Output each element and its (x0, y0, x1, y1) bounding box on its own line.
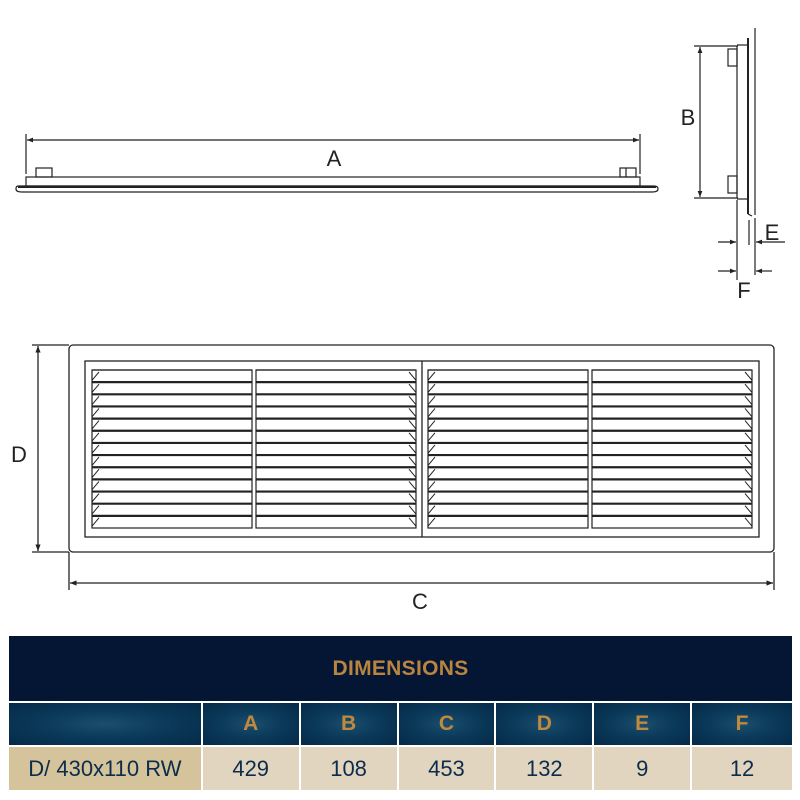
header-cell-d: D (496, 703, 593, 745)
dimensions-table: DIMENSIONS A B C D E F D/ 430x110 RW 429… (9, 636, 792, 790)
dimension-label-f: F (737, 278, 750, 303)
dimension-label-b: B (681, 105, 696, 130)
cell-c: 453 (398, 747, 495, 790)
technical-drawing: A B E F D C (11, 28, 785, 614)
cell-f: 12 (692, 747, 792, 790)
table-title-bar: DIMENSIONS (9, 636, 792, 701)
cell-model: D/ 430x110 RW (9, 747, 201, 790)
front-view (32, 344, 775, 590)
top-view (15, 134, 659, 193)
header-cell-c: C (398, 703, 495, 745)
dimension-label-a: A (327, 146, 342, 171)
cell-e: 9 (594, 747, 691, 790)
header-cell-b: B (300, 703, 397, 745)
header-cell-f: F (692, 703, 792, 745)
side-view (694, 28, 785, 280)
table-header-row: A B C D E F (9, 703, 792, 745)
header-cell-a: A (202, 703, 299, 745)
cell-b: 108 (300, 747, 397, 790)
table-title: DIMENSIONS (332, 656, 469, 680)
dimension-label-d: D (11, 442, 27, 467)
dimension-label-e: E (765, 220, 780, 245)
header-cell-model (9, 703, 201, 745)
table-row: D/ 430x110 RW 429 108 453 132 9 12 (9, 747, 792, 790)
cell-a: 429 (202, 747, 299, 790)
header-cell-e: E (594, 703, 691, 745)
louver-grille (91, 369, 753, 529)
cell-d: 132 (496, 747, 593, 790)
dimension-label-c: C (412, 589, 428, 614)
